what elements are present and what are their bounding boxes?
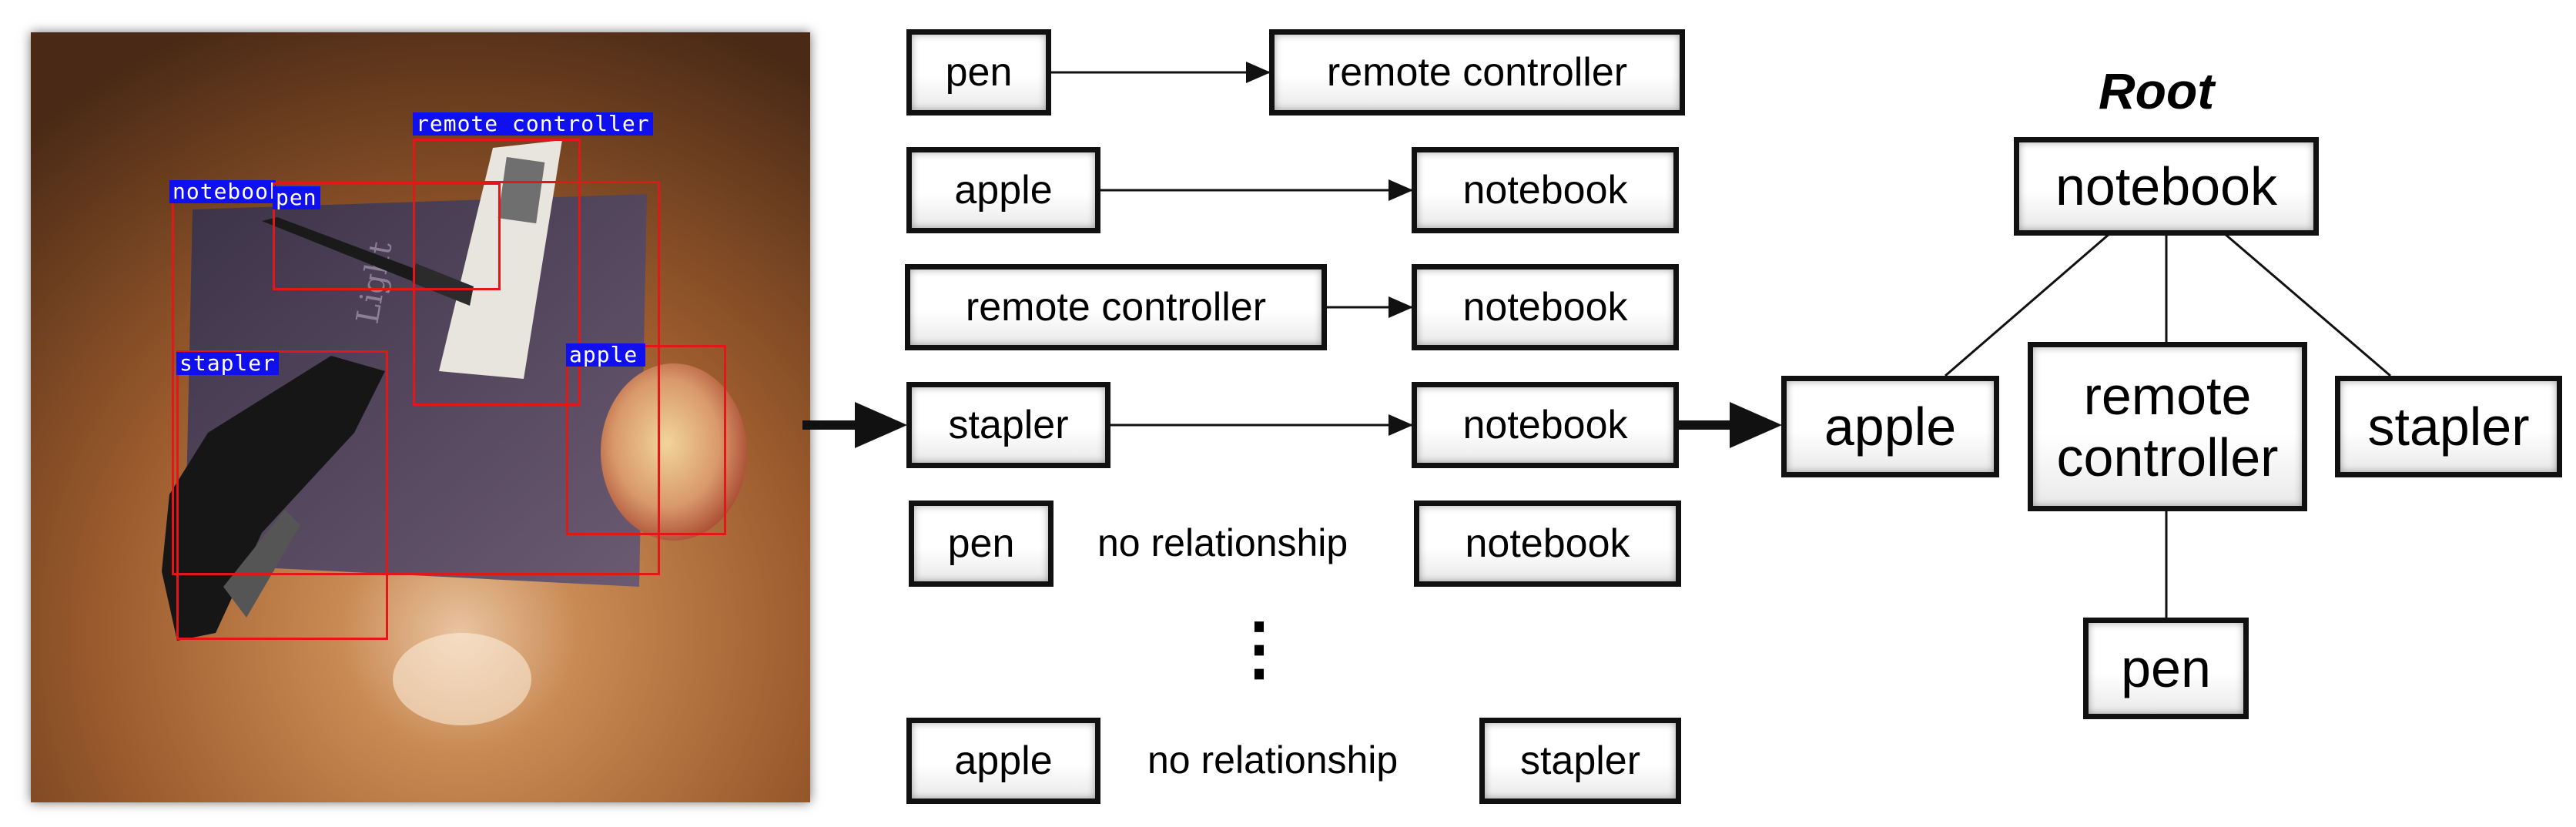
detection-label-pen: pen bbox=[273, 186, 320, 209]
list-ellipsis: ⋮ bbox=[1224, 611, 1294, 688]
detection-box-notebook bbox=[172, 181, 660, 575]
tree-node-pen: pen bbox=[2083, 618, 2249, 719]
tree-root-title: Root bbox=[2099, 62, 2215, 119]
pair-4-subject: stapler bbox=[906, 382, 1110, 468]
tree-edge-notebook-apple bbox=[1945, 232, 2111, 377]
desk-photo-image: Light bbox=[31, 32, 810, 802]
tree-edge-notebook-stapler bbox=[2223, 232, 2391, 377]
pair-arrowhead-2 bbox=[1388, 179, 1413, 201]
pair-2-object: notebook bbox=[1412, 147, 1679, 233]
pair-5-object: notebook bbox=[1414, 501, 1681, 587]
tree-node-apple: apple bbox=[1781, 376, 1999, 477]
pair-6-subject: apple bbox=[906, 718, 1100, 804]
tree-node-stapler: stapler bbox=[2335, 376, 2562, 477]
pair-3-subject: remote controller bbox=[905, 264, 1327, 350]
detection-box-stapler bbox=[176, 350, 388, 640]
pair-1-subject: pen bbox=[906, 29, 1051, 116]
pair-3-object: notebook bbox=[1412, 264, 1679, 350]
detection-label-notebook: notebook bbox=[169, 180, 276, 203]
pair-arrowhead-4 bbox=[1388, 414, 1413, 436]
tree-node-remote-controller: remote controller bbox=[2028, 342, 2307, 511]
detection-label-remote-controller: remote controller bbox=[413, 112, 653, 136]
detection-box-apple bbox=[566, 345, 726, 535]
pair-arrowhead-1 bbox=[1246, 62, 1271, 83]
pair-arrowhead-3 bbox=[1388, 296, 1413, 318]
input-photo: Light remote controller notebook pen sta… bbox=[31, 32, 810, 802]
pair-5-subject: pen bbox=[909, 501, 1054, 587]
pipeline-arrowhead-1 bbox=[855, 402, 907, 448]
tree-node-notebook: notebook bbox=[2014, 137, 2319, 236]
pair-6-relation: no relationship bbox=[1147, 738, 1399, 782]
pair-5-relation: no relationship bbox=[1097, 521, 1348, 564]
detection-label-apple: apple bbox=[566, 343, 645, 367]
pair-2-subject: apple bbox=[906, 147, 1100, 233]
pipeline-arrowhead-2 bbox=[1730, 402, 1782, 448]
detection-box-pen bbox=[273, 182, 501, 290]
detection-label-stapler: stapler bbox=[176, 352, 280, 375]
detection-box-remote-controller bbox=[413, 139, 581, 406]
pair-1-object: remote controller bbox=[1269, 29, 1685, 116]
pair-4-object: notebook bbox=[1412, 382, 1679, 468]
pair-6-object: stapler bbox=[1479, 718, 1681, 804]
